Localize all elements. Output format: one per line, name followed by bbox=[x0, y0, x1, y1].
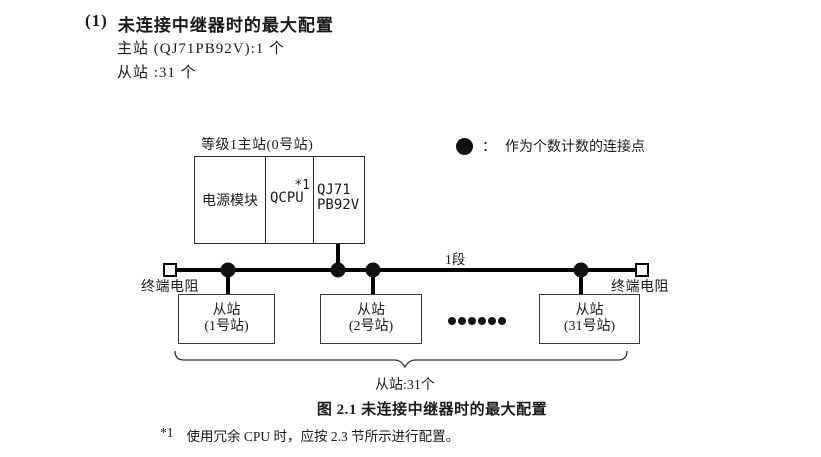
segment-label: 1段 bbox=[445, 252, 466, 267]
slave-station-number: (2号站) bbox=[348, 319, 394, 334]
slave-station-2-box: 从站 (2号站) bbox=[320, 294, 422, 344]
pb92v-module-label: QJ71 PB92V bbox=[317, 182, 360, 213]
section-title: 未连接中继器时的最大配置 bbox=[117, 16, 334, 35]
connection-point-legend-icon bbox=[456, 137, 473, 155]
terminating-resistor-left-icon bbox=[163, 263, 177, 277]
spec-slave-count: 从站 :31 个 bbox=[117, 65, 197, 81]
section-number: (1) bbox=[85, 11, 108, 30]
ellipsis-dot-icon bbox=[488, 317, 496, 325]
figure-caption: 图 2.1 未连接中继器时的最大配置 bbox=[316, 402, 548, 418]
terminating-resistor-right-icon bbox=[635, 263, 649, 277]
terminating-resistor-right-label: 终端电阻 bbox=[611, 280, 669, 295]
slave-station-1-box: 从站 (1号站) bbox=[178, 294, 275, 344]
ellipsis-dot-icon bbox=[448, 317, 456, 325]
cpu-module-label: QCPU bbox=[270, 190, 304, 206]
legend-colon: ： bbox=[482, 140, 496, 155]
legend-text: 作为个数计数的连接点 bbox=[505, 140, 645, 155]
terminating-resistor-left-label: 终端电阻 bbox=[141, 280, 199, 295]
ellipsis-dot-icon bbox=[468, 317, 476, 325]
slave-count-brace bbox=[174, 350, 628, 369]
connection-point-icon bbox=[573, 262, 589, 278]
ellipsis-dot-icon bbox=[458, 317, 466, 325]
slave-station-31-box: 从站 (31号站) bbox=[539, 294, 640, 344]
section-heading: (1) 未连接中继器时的最大配置 bbox=[85, 11, 334, 36]
slave-station-label: 从站 bbox=[575, 303, 604, 318]
ellipsis-dot-icon bbox=[478, 317, 486, 325]
footnote-marker: *1 bbox=[160, 425, 174, 440]
power-module-cell: 电源模块 bbox=[195, 157, 265, 243]
master-station-box: 电源模块 *1 QCPU QJ71 PB92V bbox=[194, 156, 365, 244]
connection-point-icon bbox=[220, 262, 236, 278]
slave-station-label: 从站 bbox=[357, 303, 385, 318]
slave-count-label: 从站:31个 bbox=[375, 378, 435, 393]
footnote: *1 使用冗余 CPU 时，应按 2.3 节所示进行配置。 bbox=[160, 425, 459, 445]
slave-station-number: (31号站) bbox=[563, 319, 616, 334]
power-module-label: 电源模块 bbox=[202, 194, 258, 209]
cpu-module-cell: *1 QCPU bbox=[265, 157, 313, 243]
ellipsis-dot-icon bbox=[498, 317, 506, 325]
spec-master-count: 主站 (QJ71PB92V):1 个 bbox=[117, 41, 286, 57]
connection-point-icon bbox=[330, 262, 346, 278]
connection-point-icon bbox=[365, 262, 381, 278]
cpu-footnote-ref: *1 bbox=[294, 178, 310, 193]
legend: ： 作为个数计数的连接点 bbox=[456, 136, 645, 156]
slave-station-label: 从站 bbox=[212, 303, 241, 318]
slave-station-number: (1号站) bbox=[204, 319, 249, 334]
ellipsis-dots bbox=[448, 317, 506, 325]
footnote-text: 使用冗余 CPU 时，应按 2.3 节所示进行配置。 bbox=[186, 429, 460, 444]
master-station-label: 等级1主站(0号站) bbox=[201, 138, 314, 153]
pb92v-module-cell: QJ71 PB92V bbox=[313, 157, 364, 243]
